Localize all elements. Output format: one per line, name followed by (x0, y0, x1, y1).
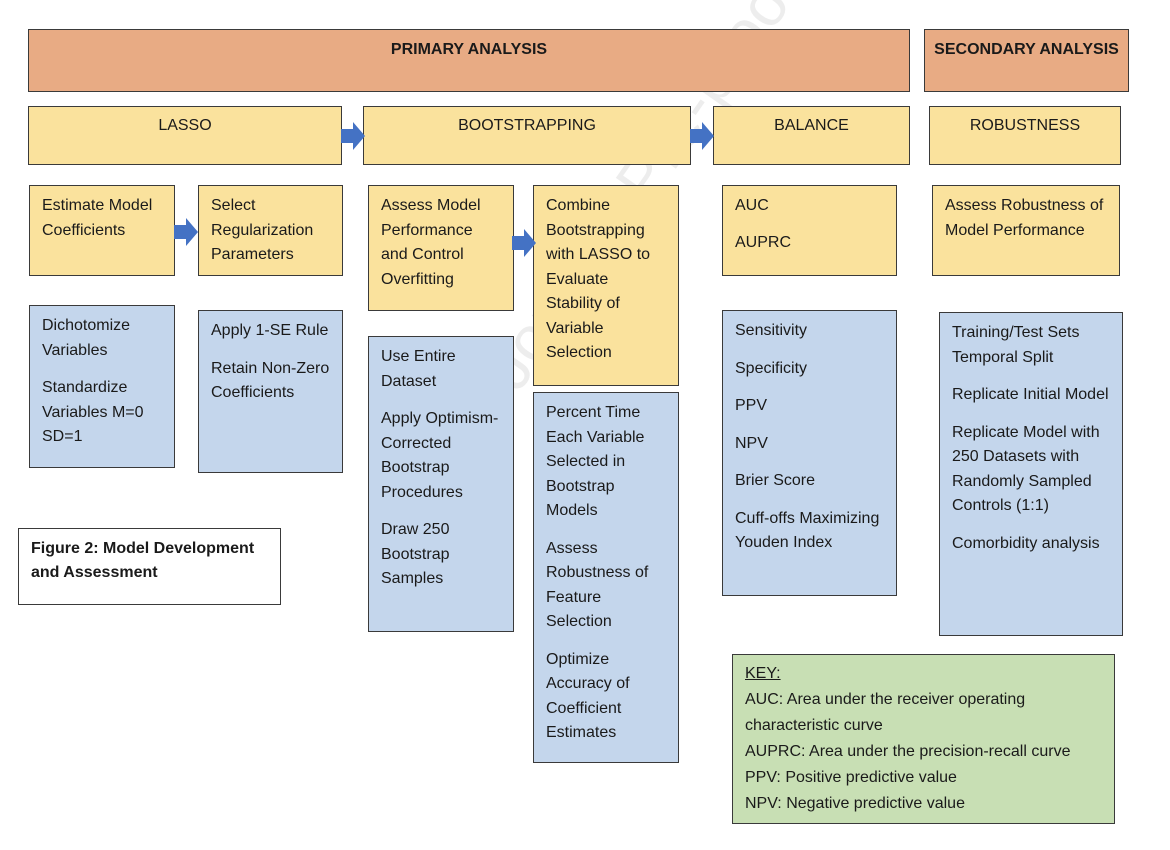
step-select-parameters: Select Regularization Parameters (198, 185, 343, 276)
key-entry: AUC: Area under the receiver operating (745, 691, 1026, 708)
details-balance-list: Sensitivity Specificity PPV NPV Brier Sc… (723, 311, 896, 556)
list-item: Brier Score (735, 472, 816, 489)
arrow-right-icon (690, 122, 714, 150)
list-item: Comorbidity analysis (952, 534, 1100, 552)
list-item: Sensitivity (735, 322, 808, 339)
details-combine: Percent Time Each Variable Selected in B… (533, 392, 679, 763)
details-combine-list: Percent Time Each Variable Selected in B… (534, 393, 678, 746)
stage-robustness: ROBUSTNESS (929, 106, 1121, 165)
details-assess: Use Entire Dataset Apply Optimism-Correc… (368, 336, 514, 632)
step-assess-performance: Assess Model Performance and Control Ove… (368, 185, 514, 311)
step-auc-auprc: AUC AUPRC (722, 185, 897, 276)
list-item: Assess Robustness of Feature Selection (546, 539, 649, 631)
figure-caption-text: Figure 2: Model Development and Assessme… (31, 540, 255, 581)
details-select-list: Apply 1-SE Rule Retain Non-Zero Coeffici… (199, 311, 342, 406)
arrow-right-icon (341, 122, 365, 150)
list-item: Cuff-offs Maximizing Youden Index (735, 509, 880, 552)
list-item: Draw 250 Bootstrap Samples (381, 521, 450, 587)
step-combine-bootstrapping: Combine Bootstrapping with LASSO to Eval… (533, 185, 679, 386)
list-item: Specificity (735, 359, 808, 377)
stage-bootstrapping-label: BOOTSTRAPPING (458, 117, 596, 134)
step-assess-label: Assess Model Performance and Control Ove… (381, 197, 481, 288)
list-item: Standardize Variables M=0 SD=1 (42, 379, 153, 445)
step-estimate-label: Estimate Model Coefficients (42, 197, 153, 239)
step-assess-robustness-label: Assess Robustness of Model Performance (945, 197, 1104, 239)
details-estimate: Dichotomize Variables Standardize Variab… (29, 305, 175, 468)
key-entry: PPV: Positive predictive value (745, 769, 957, 786)
step-combine-label: Combine Bootstrapping with LASSO to Eval… (546, 197, 651, 361)
secondary-analysis-header: SECONDARY ANALYSIS (924, 29, 1129, 92)
stage-bootstrapping: BOOTSTRAPPING (363, 106, 691, 165)
list-item: Apply Optimism-Corrected Bootstrap Proce… (381, 410, 499, 501)
list-item: Optimize Accuracy of Coefficient Estimat… (546, 650, 630, 742)
stage-robustness-label: ROBUSTNESS (969, 117, 1081, 134)
stage-lasso-label: LASSO (158, 117, 212, 134)
auprc-label: AUPRC (735, 233, 792, 251)
list-item: PPV (735, 397, 768, 414)
stage-lasso: LASSO (28, 106, 342, 165)
key-legend: KEY: AUC: Area under the receiver operat… (732, 654, 1115, 824)
arrow-right-icon (512, 229, 536, 257)
list-item: Dichotomize Variables (42, 317, 131, 359)
list-item: Use Entire Dataset (381, 348, 456, 390)
key-title: KEY: (745, 665, 781, 682)
details-robustness: Training/Test Sets Temporal Split Replic… (939, 312, 1123, 636)
details-balance: Sensitivity Specificity PPV NPV Brier Sc… (722, 310, 897, 596)
auc-label: AUC (735, 197, 769, 214)
figure-caption: Figure 2: Model Development and Assessme… (18, 528, 281, 605)
primary-analysis-header: PRIMARY ANALYSIS (28, 29, 910, 92)
list-item: Replicate Initial Model (952, 386, 1109, 403)
stage-balance-label: BALANCE (774, 117, 849, 134)
arrow-right-icon (174, 218, 198, 246)
step-select-label: Select Regularization Parameters (211, 197, 314, 263)
key-entry: characteristic curve (745, 717, 883, 734)
primary-analysis-label: PRIMARY ANALYSIS (390, 41, 548, 58)
step-estimate-coefficients: Estimate Model Coefficients (29, 185, 175, 276)
stage-balance: BALANCE (713, 106, 910, 165)
list-item: NPV (735, 434, 768, 452)
details-select: Apply 1-SE Rule Retain Non-Zero Coeffici… (198, 310, 343, 473)
list-item: Replicate Model with 250 Datasets with R… (952, 423, 1100, 515)
details-robustness-list: Training/Test Sets Temporal Split Replic… (940, 313, 1122, 556)
details-assess-list: Use Entire Dataset Apply Optimism-Correc… (369, 337, 513, 592)
list-item: Training/Test Sets Temporal Split (952, 324, 1080, 366)
details-estimate-list: Dichotomize Variables Standardize Variab… (30, 306, 174, 450)
list-item: Retain Non-Zero Coefficients (211, 359, 330, 402)
key-entry: NPV: Negative predictive value (745, 795, 965, 812)
secondary-analysis-label: SECONDARY ANALYSIS (934, 41, 1119, 58)
key-entry: AUPRC: Area under the precision-recall c… (745, 743, 1071, 760)
list-item: Percent Time Each Variable Selected in B… (546, 404, 645, 519)
step-assess-robustness: Assess Robustness of Model Performance (932, 185, 1120, 276)
list-item: Apply 1-SE Rule (211, 322, 329, 339)
